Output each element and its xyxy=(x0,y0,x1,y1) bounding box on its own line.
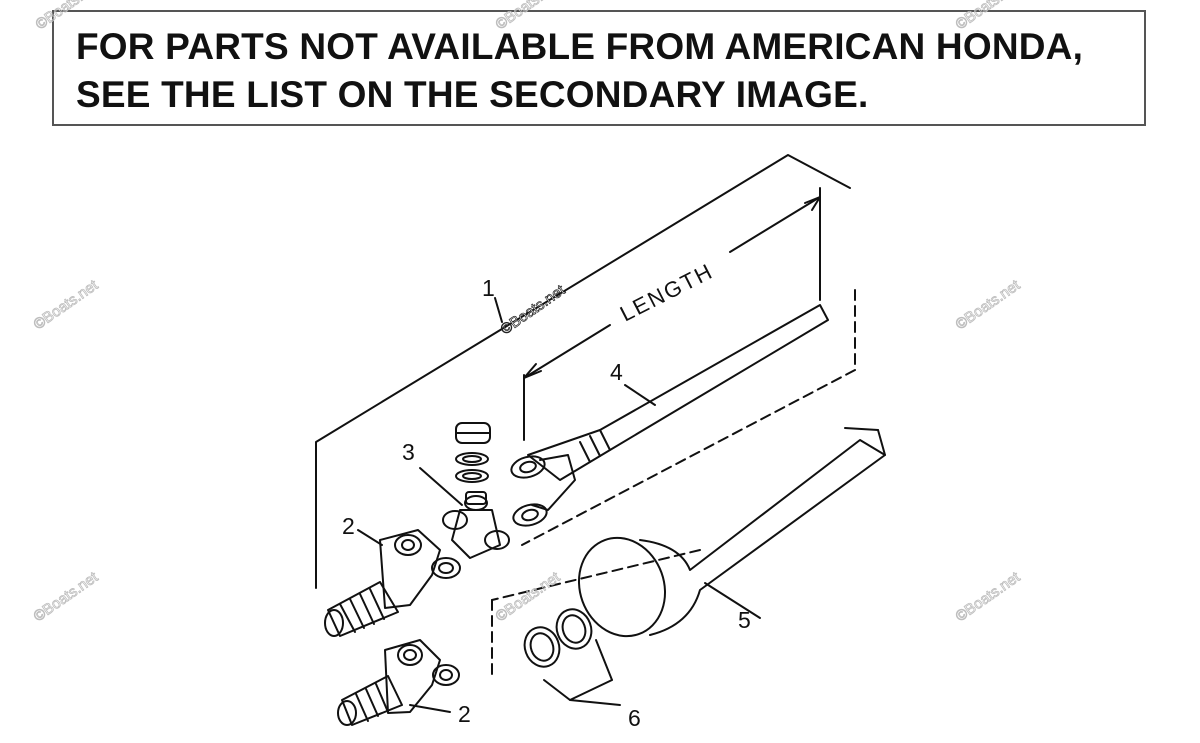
notice-line-2: SEE THE LIST ON THE SECONDARY IMAGE. xyxy=(76,74,869,115)
part-3-universal-joint xyxy=(419,422,510,559)
length-dimension xyxy=(523,196,821,441)
part-2-yoke-upper xyxy=(324,529,461,637)
watermark-top-center: ©Boats.net xyxy=(493,0,564,33)
watermark-left-upper: ©Boats.net xyxy=(31,276,102,333)
watermark-top-left: ©Boats.net xyxy=(33,0,104,33)
length-label: LENGTH xyxy=(616,258,718,326)
callout-6: 6 xyxy=(628,705,641,731)
assembly-bracket-line xyxy=(315,154,851,589)
watermark-right-lower: ©Boats.net xyxy=(953,568,1024,625)
part-4-shaft-yoke xyxy=(510,304,829,527)
watermark-left-lower: ©Boats.net xyxy=(31,568,102,625)
watermark-top-right: ©Boats.net xyxy=(953,0,1024,33)
callout-2-upper: 2 xyxy=(342,513,355,539)
callout-2-lower: 2 xyxy=(458,701,471,727)
callout-5: 5 xyxy=(738,607,751,633)
notice-box: FOR PARTS NOT AVAILABLE FROM AMERICAN HO… xyxy=(52,10,1146,126)
part-5-boot xyxy=(577,427,886,638)
watermark-center: ©Boats.net xyxy=(498,281,569,338)
callout-4: 4 xyxy=(610,359,623,385)
watermark-right-upper: ©Boats.net xyxy=(953,276,1024,333)
part-2-yoke-lower xyxy=(337,639,460,726)
callout-3: 3 xyxy=(402,439,415,465)
notice-line-1: FOR PARTS NOT AVAILABLE FROM AMERICAN HO… xyxy=(76,26,1084,67)
part-6-rings xyxy=(523,608,621,706)
callout-1: 1 xyxy=(482,275,495,301)
